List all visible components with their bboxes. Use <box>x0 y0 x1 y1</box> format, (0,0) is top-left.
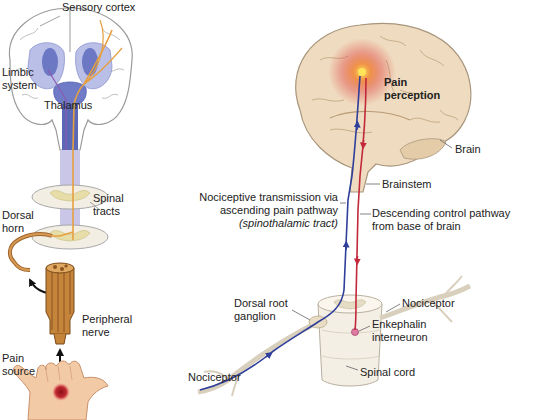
part-label: Pain source <box>2 352 46 377</box>
ascending-pathway <box>200 76 360 390</box>
peripheral-nerve <box>46 263 74 344</box>
leader-line <box>359 326 370 331</box>
part-label: Sensory cortex <box>62 1 162 14</box>
leader-line <box>440 140 452 148</box>
pathway-arrow <box>362 140 364 146</box>
lateral-sulcus <box>330 111 410 120</box>
ascending-tract <box>73 30 112 150</box>
direction-arrow <box>59 350 61 362</box>
part-label: Brainstem <box>382 178 452 191</box>
pathway-arrow <box>266 354 270 357</box>
nerve-fiber <box>53 265 57 269</box>
pathway-arrow <box>356 256 358 262</box>
pathway-label: Nociceptive transmission via ascending p… <box>178 191 338 216</box>
leader-line <box>360 214 371 215</box>
leader-line <box>386 304 400 312</box>
nerve-fiber <box>52 272 70 332</box>
pain-spot <box>52 383 70 401</box>
pathway-label: Descending control pathway from base of … <box>372 207 520 232</box>
part-label: Limbic system <box>2 66 47 91</box>
brain-sulci <box>312 36 458 133</box>
dorsal-horn-nerve <box>10 234 52 270</box>
dorsal-horn-nerve <box>10 234 52 270</box>
leader-line <box>346 366 358 370</box>
finger-crease <box>46 366 72 382</box>
part-label: Dorsal root ganglion <box>234 297 296 322</box>
part-label: Thalamus <box>44 99 114 112</box>
cord-segment-line <box>322 330 380 359</box>
ascending-tract <box>84 20 103 84</box>
gray-matter <box>50 230 90 241</box>
leader-line <box>40 16 60 26</box>
leader-line <box>292 310 310 320</box>
pathway-arrow <box>356 124 358 130</box>
part-label: Spinal tracts <box>93 192 138 217</box>
part-label: Peripheral nerve <box>82 313 142 338</box>
pain-focus <box>358 68 366 76</box>
leader-line <box>366 184 380 185</box>
cerebellum <box>400 139 446 159</box>
spinal-section <box>32 225 108 249</box>
ascending-tract <box>72 150 74 240</box>
part-label: Dorsal horn <box>2 209 44 234</box>
nerve-fiber <box>64 264 67 267</box>
cord-section <box>318 295 382 313</box>
part-label: Brain <box>455 143 505 156</box>
pathway-label: (spinothalamic tract) <box>178 217 338 230</box>
leader-line <box>340 203 346 204</box>
ventricle <box>42 48 58 76</box>
brain-outline <box>296 23 471 192</box>
gray-matter <box>50 190 90 201</box>
nerve-bundle <box>46 268 74 334</box>
midline-fissure <box>70 9 71 52</box>
descending-pathway <box>355 78 366 330</box>
ascending-tract <box>52 232 73 236</box>
pathway-arrow <box>345 244 347 250</box>
lateral-brain <box>296 23 471 192</box>
part-label: Pain perception <box>384 76 456 101</box>
nerve-fiber <box>60 267 64 271</box>
nerve-bundle <box>54 334 66 344</box>
part-label: Spinal cord <box>360 366 440 379</box>
part-label: Nociceptor <box>188 371 258 384</box>
nerve-end <box>46 263 74 273</box>
part-label: Nociceptor <box>402 297 472 310</box>
part-label: Enkephalin interneuron <box>372 318 452 343</box>
